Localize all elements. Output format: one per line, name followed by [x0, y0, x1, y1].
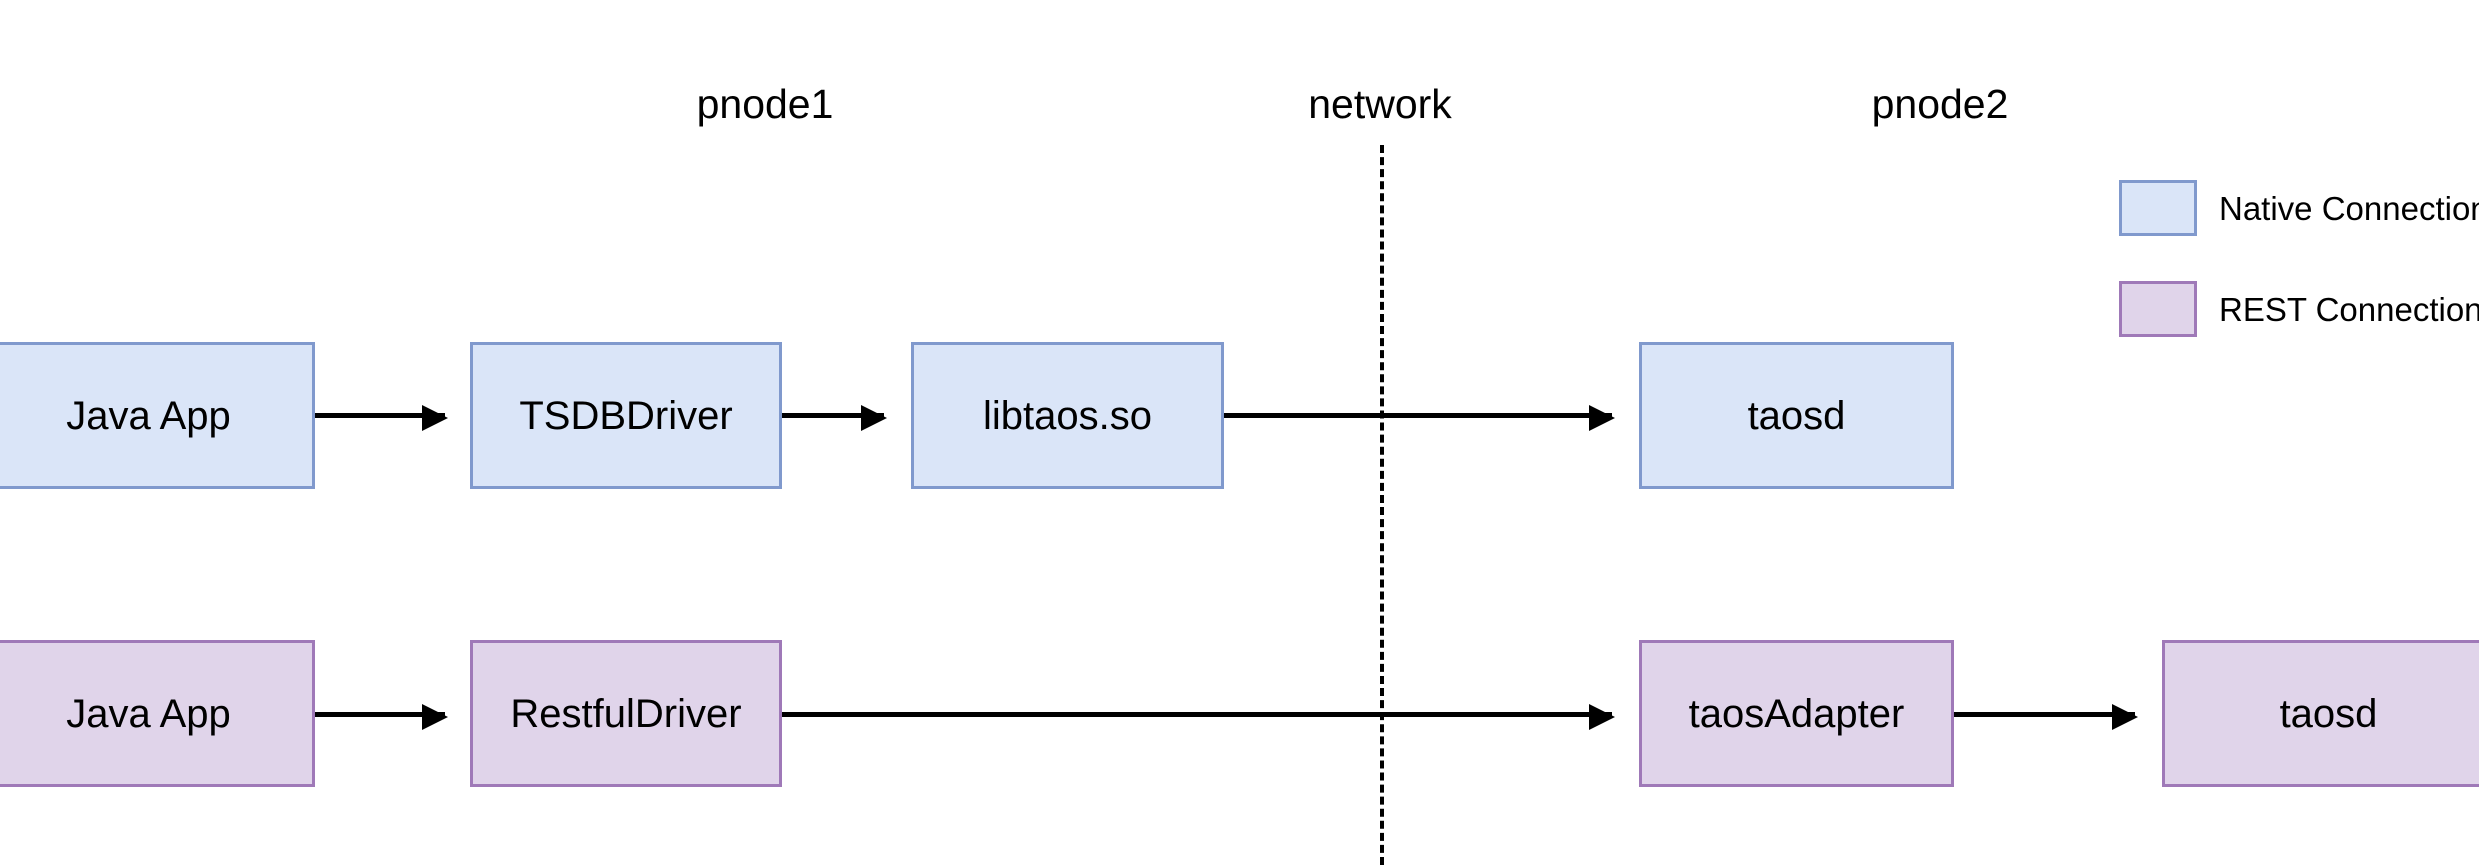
edge-rest-restfuldriver-to-taosadapter [782, 704, 1615, 730]
node-native-libtaos-so[interactable]: libtaos.so [911, 342, 1224, 489]
zone-label-pnode1: pnode1 [696, 81, 834, 127]
arrowhead-icon [861, 405, 887, 431]
edge-rest-taosadapter-to-taosd [1954, 704, 2138, 730]
arrowhead-icon [1589, 704, 1615, 730]
edge-native-javaapp-to-tsdbdriver [315, 405, 448, 431]
arrowhead-icon [422, 704, 448, 730]
network-divider-dashed-line [1380, 145, 1384, 865]
legend-swatch-rest-icon [2119, 281, 2197, 337]
arrowhead-icon [422, 405, 448, 431]
legend-label-native: Native Connection [2219, 189, 2479, 227]
arrowhead-icon [1589, 405, 1615, 431]
legend-item-rest-connection: REST Connection [2119, 281, 2479, 337]
node-native-taosd[interactable]: taosd [1639, 342, 1954, 489]
zone-label-pnode2: pnode2 [1871, 81, 2009, 127]
node-rest-java-app[interactable]: Java App [0, 640, 315, 787]
node-native-java-app[interactable]: Java App [0, 342, 315, 489]
edge-native-tsdbdriver-to-libtaos [782, 405, 887, 431]
edge-rest-javaapp-to-restfuldriver [315, 704, 448, 730]
arrowhead-icon [2112, 704, 2138, 730]
node-rest-taosd[interactable]: taosd [2162, 640, 2479, 787]
zone-label-network: network [1308, 81, 1452, 127]
legend-label-rest: REST Connection [2219, 290, 2479, 328]
legend-swatch-native-icon [2119, 180, 2197, 236]
node-rest-taosadapter[interactable]: taosAdapter [1639, 640, 1954, 787]
legend-item-native-connection: Native Connection [2119, 180, 2479, 236]
node-rest-restfuldriver[interactable]: RestfulDriver [470, 640, 782, 787]
edge-native-libtaos-to-taosd [1224, 405, 1615, 431]
node-native-tsdbdriver[interactable]: TSDBDriver [470, 342, 782, 489]
